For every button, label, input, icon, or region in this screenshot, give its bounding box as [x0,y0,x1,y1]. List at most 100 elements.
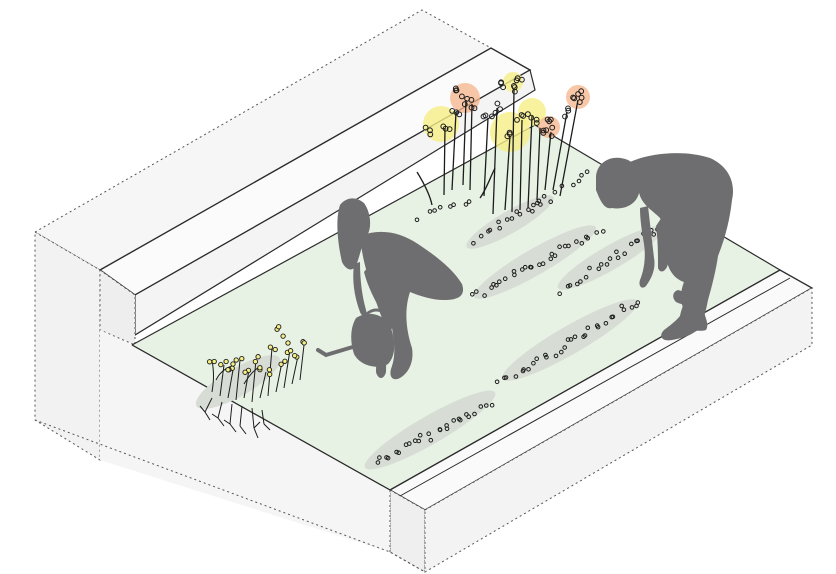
cluster-flower-head [278,361,284,367]
seed-dot [534,356,540,362]
cluster-flower-head [252,358,259,365]
seed-dot [603,321,609,326]
seed-dot [610,314,616,320]
flower-head [504,133,511,140]
flower-head [497,106,504,112]
seed-dot [536,198,542,204]
flower-head [427,127,433,134]
flower-head [578,88,585,95]
flower-head [453,109,460,116]
back-ledge-face [99,269,136,346]
seed-dot [529,265,534,270]
seed-dot [568,337,574,342]
seed-dot [428,437,434,443]
seed-dot [579,241,585,246]
seed-dot [504,217,510,222]
seed-dot [635,300,641,305]
flower-head [549,124,556,131]
seed-dot [466,199,472,204]
cluster-flower-head [242,369,248,375]
seed-dot [472,411,477,417]
seed-dot [394,449,399,455]
flower-head [471,105,478,112]
flower-head [570,94,576,101]
seed-row-shadow [466,195,554,249]
flower-head [533,116,540,123]
flower-glow [503,72,523,92]
seed-dot [385,455,391,461]
flower-head [562,113,568,120]
flower-head [519,76,525,83]
seed-dot [427,209,433,214]
person-bending-arm [656,214,669,272]
left-front-wall [35,330,390,552]
seed-dot [426,431,432,437]
seed-dot [615,255,621,261]
flower-head [494,100,501,107]
cluster-flower-head [230,361,236,367]
seed-dot [562,345,568,350]
seed-dot [635,238,640,243]
seed-dot [604,262,610,267]
flower-head [442,125,449,132]
flower-head [500,84,507,91]
seed-dot [466,414,472,420]
front-wall [424,287,813,573]
person-bending-foot [673,290,698,305]
watering-can-icon [316,308,395,367]
seed-dot [548,256,554,262]
seed-dot [489,285,494,290]
seed-dot [437,427,443,433]
seed-dots [375,169,666,465]
cluster-flower-head [285,340,291,346]
seed-dot [619,303,625,309]
tall-flower-heads [422,75,585,140]
seed-dot [552,189,558,195]
seed-dot [437,205,443,210]
seed-dot [520,267,525,272]
flower-head [548,133,555,140]
seed-dot [478,233,484,239]
flower-head [520,113,527,119]
flower-head [512,88,518,95]
seed-dot [496,219,501,225]
person-watering-arm [364,262,391,318]
seed-dot [651,232,657,237]
left-front-edge [131,344,391,491]
cluster-flower-head [255,354,261,360]
seed-dot [474,289,479,294]
person-bending-leg [679,256,708,331]
seed-dot [548,199,554,204]
seed-dot [514,209,520,214]
seed-dot [587,265,592,271]
flower-head [565,107,572,114]
cluster-flower-head [282,358,288,364]
raised-bed [34,9,814,573]
flower-head [461,101,468,108]
cluster-flower-head [287,348,294,354]
seed-dot [622,251,628,256]
flower-head [547,116,554,123]
cluster-flower-head [223,358,229,365]
seed-dot [552,253,558,258]
cluster-flower-head [233,357,239,363]
seed-dot [557,244,562,249]
seed-dot [598,262,604,267]
roots-icon [199,397,271,439]
flower-head [446,126,453,133]
seed-dot [458,417,463,423]
right-ledge-lower [389,489,426,573]
seed-dot [582,333,588,338]
seed-dot [471,241,476,246]
seed-dot [444,426,450,432]
flower-head [546,118,553,125]
seed-dot [541,194,547,199]
cluster-flower-head [292,352,298,359]
seed-dot [478,404,484,409]
seed-dot [567,283,573,288]
seed-dot [526,367,531,372]
flower-stems [416,89,579,215]
seed-dot [559,349,564,355]
flower-head [480,113,487,120]
